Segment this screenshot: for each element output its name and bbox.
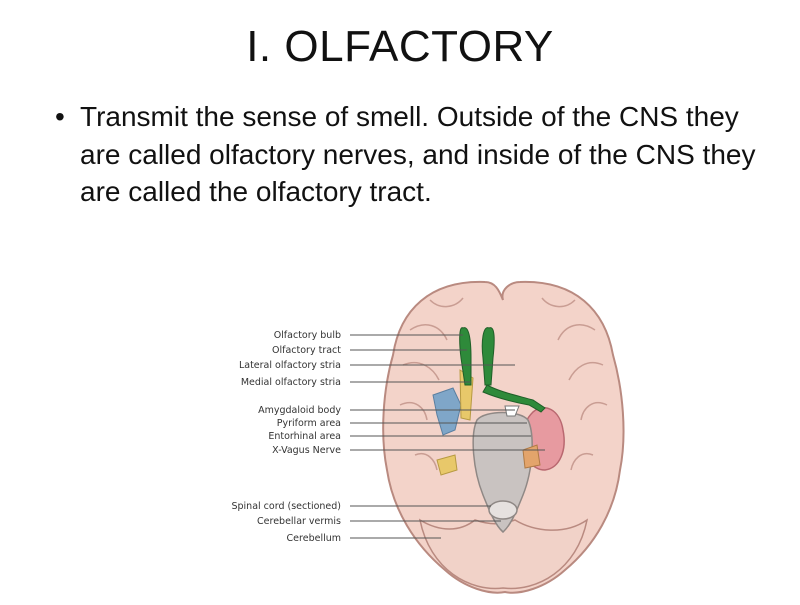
label-spinal-cord: Spinal cord (sectioned) xyxy=(231,501,341,512)
spinal-cord-section xyxy=(488,500,518,520)
olfactory-tract-left xyxy=(459,327,472,386)
leader-lines xyxy=(350,334,545,539)
label-lateral-olfactory-stria: Lateral olfactory stria xyxy=(239,360,341,371)
label-x-vagus-nerve: X-Vagus Nerve xyxy=(272,445,341,456)
slide-title: I. OLFACTORY xyxy=(246,22,554,71)
bullet-symbol: • xyxy=(55,101,65,132)
label-amygdaloid-body: Amygdaloid body xyxy=(258,405,341,416)
nerve-yellow-bottom xyxy=(436,454,458,476)
bullet-text: Transmit the sense of smell. Outside of … xyxy=(80,101,756,207)
label-olfactory-tract: Olfactory tract xyxy=(272,345,341,356)
label-entorhinal-area: Entorhinal area xyxy=(268,431,341,442)
label-olfactory-bulb: Olfactory bulb xyxy=(274,330,341,341)
nerve-orange-right xyxy=(522,444,541,469)
olfactory-trigone xyxy=(504,405,520,417)
cerebellum xyxy=(418,518,589,590)
lateral-olfactory-stria xyxy=(482,384,546,413)
brain-illustration: Olfactory bulb Olfactory tract Lateral o… xyxy=(231,280,625,594)
label-cerebellum: Cerebellum xyxy=(287,533,341,544)
brain-diagram: Olfactory bulb Olfactory tract Lateral o… xyxy=(215,270,635,600)
label-pyriform-area: Pyriform area xyxy=(277,418,341,429)
label-medial-olfactory-stria: Medial olfactory stria xyxy=(241,377,341,388)
label-cerebellar-vermis: Cerebellar vermis xyxy=(257,516,341,527)
